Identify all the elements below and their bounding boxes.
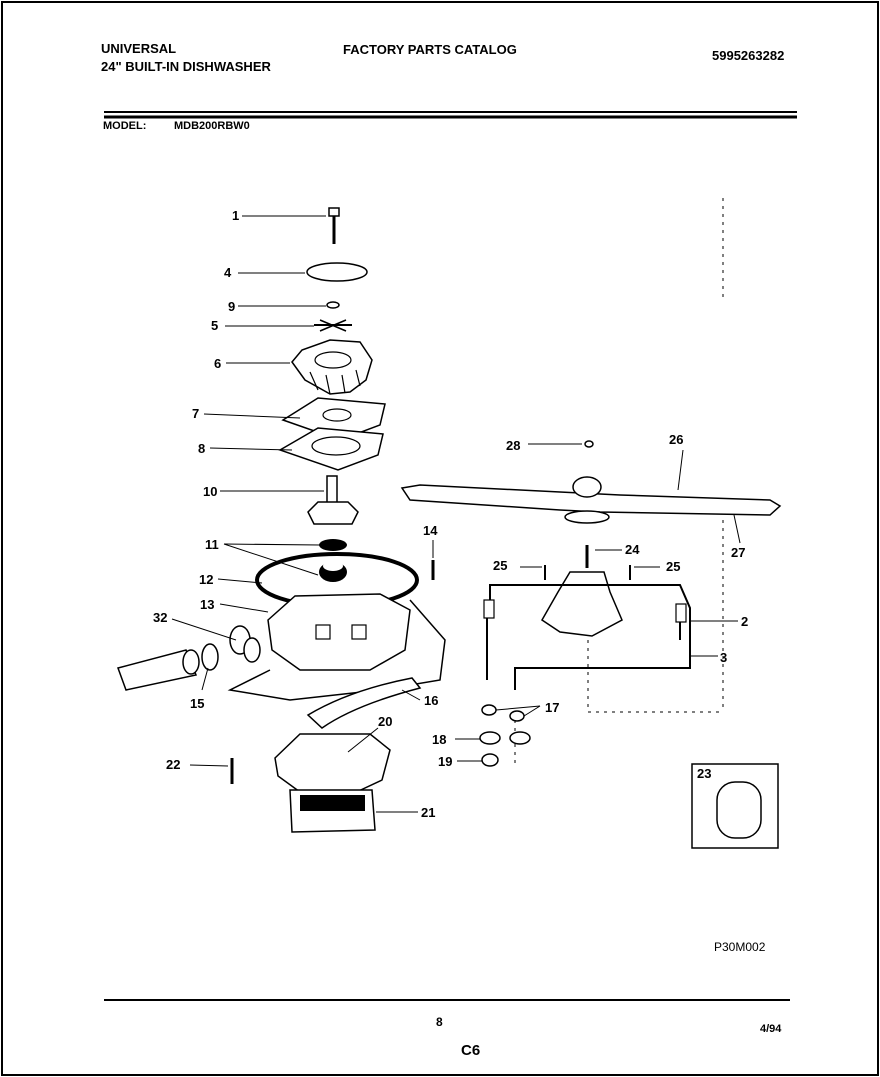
callout-label: 17 <box>545 700 559 715</box>
model-value: MDB200RBW0 <box>174 120 250 132</box>
revision-date: 4/94 <box>760 1023 782 1035</box>
section-code: C6 <box>461 1042 481 1059</box>
part-pump-body <box>227 593 446 701</box>
callout-label: 3 <box>720 650 727 665</box>
part-spray-tower <box>541 545 623 637</box>
part-clip <box>314 319 352 332</box>
callout-label: 14 <box>423 523 438 538</box>
product-name: 24" BUILT-IN DISHWASHER <box>101 59 271 74</box>
callout-label: 18 <box>432 732 446 747</box>
part-drain-hose <box>117 625 261 691</box>
part-shaft <box>307 475 359 525</box>
callout-label: 5 <box>211 318 218 333</box>
part-motor-housing <box>274 733 391 796</box>
part-nut <box>584 440 594 448</box>
part-seal <box>319 539 347 582</box>
callout-label: 32 <box>153 610 167 625</box>
part-washer-18 <box>479 731 501 745</box>
callout-label: 24 <box>625 542 640 557</box>
part-screw <box>328 207 340 244</box>
catalog-number: 5995263282 <box>712 48 785 63</box>
model-label: MODEL: <box>103 120 147 132</box>
callout-label: 23 <box>697 766 711 781</box>
callout-label: 8 <box>198 441 205 456</box>
part-23-box <box>691 763 779 849</box>
callout-label: 11 <box>205 537 219 552</box>
part-nut-19 <box>481 753 499 767</box>
callout-label: 26 <box>669 432 683 447</box>
callout-label: 13 <box>200 597 214 612</box>
callout-label: 15 <box>190 696 204 711</box>
part-heating-element <box>483 584 691 690</box>
callout-label: 1 <box>232 208 239 223</box>
part-washer-17 <box>481 704 497 716</box>
page-number: 8 <box>436 1015 443 1029</box>
part-motor <box>289 789 376 833</box>
callout-label: 25 <box>666 559 680 574</box>
callout-label: 21 <box>421 805 435 820</box>
callout-label: 10 <box>203 484 217 499</box>
part-impeller-housing <box>291 339 373 395</box>
callout-labels: 1 4 9 5 6 7 8 10 11 12 13 32 15 14 16 20… <box>153 208 748 820</box>
part-washer-17 <box>509 710 525 722</box>
part-strap <box>306 677 422 729</box>
callout-label: 25 <box>493 558 507 573</box>
callout-label: 2 <box>741 614 748 629</box>
callout-label: 22 <box>166 757 180 772</box>
callout-label: 9 <box>228 299 235 314</box>
callout-label: 28 <box>506 438 520 453</box>
part-gasket <box>278 427 384 471</box>
callout-label: 7 <box>192 406 199 421</box>
brand-name: UNIVERSAL <box>101 41 177 56</box>
callout-label: 20 <box>378 714 392 729</box>
callout-label: 16 <box>424 693 438 708</box>
leader-lines <box>171 215 741 813</box>
callout-label: 19 <box>438 754 452 769</box>
callout-label: 4 <box>224 265 232 280</box>
callout-label: 27 <box>731 545 745 560</box>
part-washer-18 <box>509 731 531 745</box>
callout-label: 6 <box>214 356 221 371</box>
part-washer <box>326 301 340 309</box>
part-spray-arm <box>400 476 782 524</box>
callout-label: 12 <box>199 572 213 587</box>
catalog-title: FACTORY PARTS CATALOG <box>343 42 517 57</box>
part-cap <box>306 262 368 282</box>
figure-code: P30M002 <box>714 940 766 954</box>
